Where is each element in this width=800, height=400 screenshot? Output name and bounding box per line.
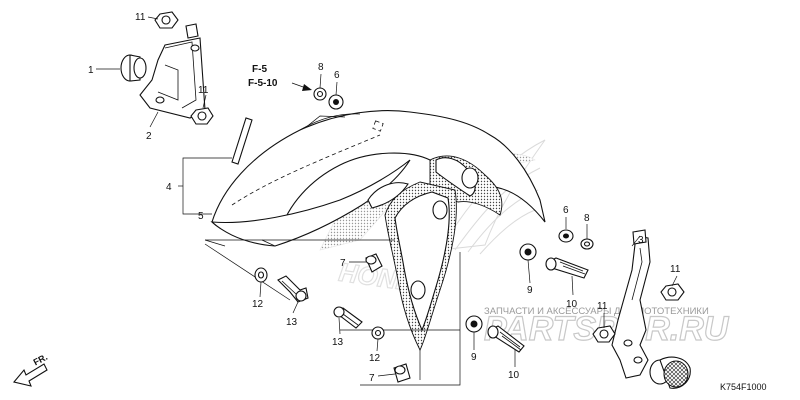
callout-8-right: 8	[584, 213, 590, 224]
collar-right-side[interactable]	[580, 238, 594, 250]
callout-7-left: 7	[340, 258, 346, 269]
collar-top[interactable]	[313, 87, 327, 101]
callout-6-top: 6	[334, 70, 340, 81]
callout-6-right: 6	[563, 205, 569, 216]
collar-left-seven[interactable]	[365, 253, 383, 273]
callout-4: 4	[166, 182, 172, 193]
nut-right-top[interactable]	[660, 283, 685, 301]
callout-5: 5	[198, 211, 204, 222]
front-direction-label: FR.	[32, 352, 49, 368]
grommet-left[interactable]	[120, 54, 147, 82]
callout-3: 3	[638, 235, 644, 246]
callout-8-top: 8	[318, 62, 324, 73]
fender-seal-strip[interactable]	[231, 117, 253, 165]
callout-10-upper: 10	[566, 299, 578, 310]
front-fender[interactable]	[210, 110, 546, 352]
callout-12-bottom: 12	[369, 353, 381, 364]
left-fender-bracket[interactable]	[139, 23, 206, 119]
callout-13-left: 13	[286, 317, 298, 328]
callout-9-upper: 9	[527, 285, 533, 296]
bolt-ten-lower[interactable]	[487, 325, 525, 353]
grommet-top[interactable]	[328, 94, 344, 110]
grommet-nine-upper[interactable]	[519, 243, 537, 261]
bolt-ten-upper[interactable]	[545, 257, 589, 279]
callout-11-right-top: 11	[670, 264, 681, 275]
callout-12-left: 12	[252, 299, 264, 310]
nut-left[interactable]	[190, 107, 214, 125]
callout-11-left: 11	[198, 85, 209, 96]
reference-f5[interactable]: F-5	[252, 64, 267, 75]
callout-10-lower: 10	[508, 370, 520, 381]
right-fender-bracket[interactable]	[611, 229, 651, 379]
callout-7-bottom: 7	[369, 373, 375, 384]
washer-left[interactable]	[254, 267, 268, 283]
nut-top-left[interactable]	[154, 11, 179, 29]
front-direction-arrow: FR.	[13, 352, 49, 387]
grommet-right-side[interactable]	[558, 229, 574, 243]
callout-11-right-low: 11	[597, 301, 608, 312]
callout-11-top-left: 11	[135, 12, 146, 23]
washer-bottom[interactable]	[371, 326, 385, 340]
reference-f5-10[interactable]: F-5-10	[248, 78, 278, 89]
bolt-thirteen-bottom[interactable]	[333, 306, 363, 329]
callout-13-bottom: 13	[332, 337, 344, 348]
diagram-code: K754F1000	[720, 382, 767, 392]
callout-2: 2	[146, 131, 152, 142]
callout-1: 1	[88, 65, 94, 76]
grommet-right[interactable]	[649, 356, 691, 389]
tagline-watermark: ЗАПЧАСТИ И АКСЕССУАРЫ ДЛЯ МОТОТЕХНИКИ	[484, 306, 709, 317]
grommet-nine-lower[interactable]	[465, 315, 483, 333]
nut-right-low[interactable]	[592, 325, 616, 343]
bolt-thirteen-left[interactable]	[277, 275, 309, 303]
collar-bottom-seven[interactable]	[393, 363, 411, 383]
callout-9-lower: 9	[471, 352, 477, 363]
